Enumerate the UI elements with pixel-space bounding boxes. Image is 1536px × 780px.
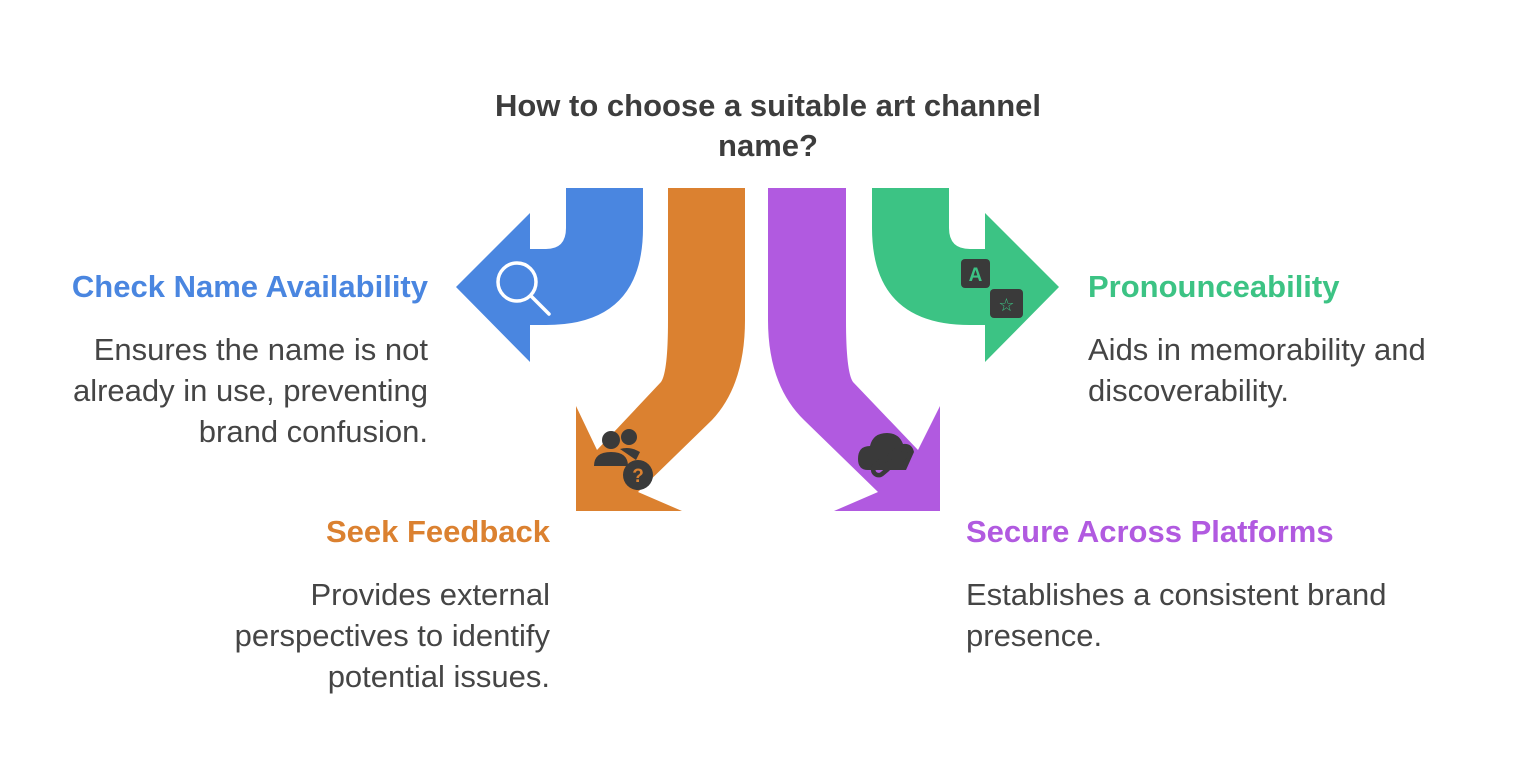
check-availability-arrow: [456, 188, 643, 362]
svg-text:A: A: [969, 265, 983, 286]
orange-arrow-shape: [576, 188, 745, 511]
page-title: How to choose a suitable art channel nam…: [0, 86, 1536, 166]
pronounceability-heading: Pronounceability: [1088, 269, 1340, 304]
secure-platforms-description: Establishes a consistent brand presence.: [966, 577, 1387, 653]
pronounceability-arrow: A ☆: [872, 188, 1059, 362]
blue-arrow-shape: [456, 188, 643, 362]
title-line-2: name?: [718, 128, 818, 163]
cloud-link-icon: [858, 433, 914, 478]
seek-feedback-arrow: ?: [576, 188, 745, 511]
check-availability-heading: Check Name Availability: [71, 269, 428, 304]
pronounceability-description: Aids in memorability and discoverability…: [1088, 332, 1426, 408]
check-availability-description: Ensures the name is not already in use, …: [72, 332, 428, 449]
translate-icon: A ☆: [961, 259, 1023, 318]
svg-text:?: ?: [632, 466, 644, 487]
secure-platforms-heading: Secure Across Platforms: [966, 514, 1334, 549]
purple-arrow-shape: [768, 188, 940, 511]
title-line-1: How to choose a suitable art channel: [494, 88, 1042, 123]
svg-text:☆: ☆: [998, 295, 1014, 316]
secure-platforms-arrow: [768, 188, 940, 511]
seek-feedback-heading: Seek Feedback: [325, 514, 550, 549]
people-question-icon: ?: [594, 429, 653, 490]
magnifier-icon: [496, 261, 551, 316]
seek-feedback-description: Provides external perspectives to identi…: [234, 577, 550, 694]
